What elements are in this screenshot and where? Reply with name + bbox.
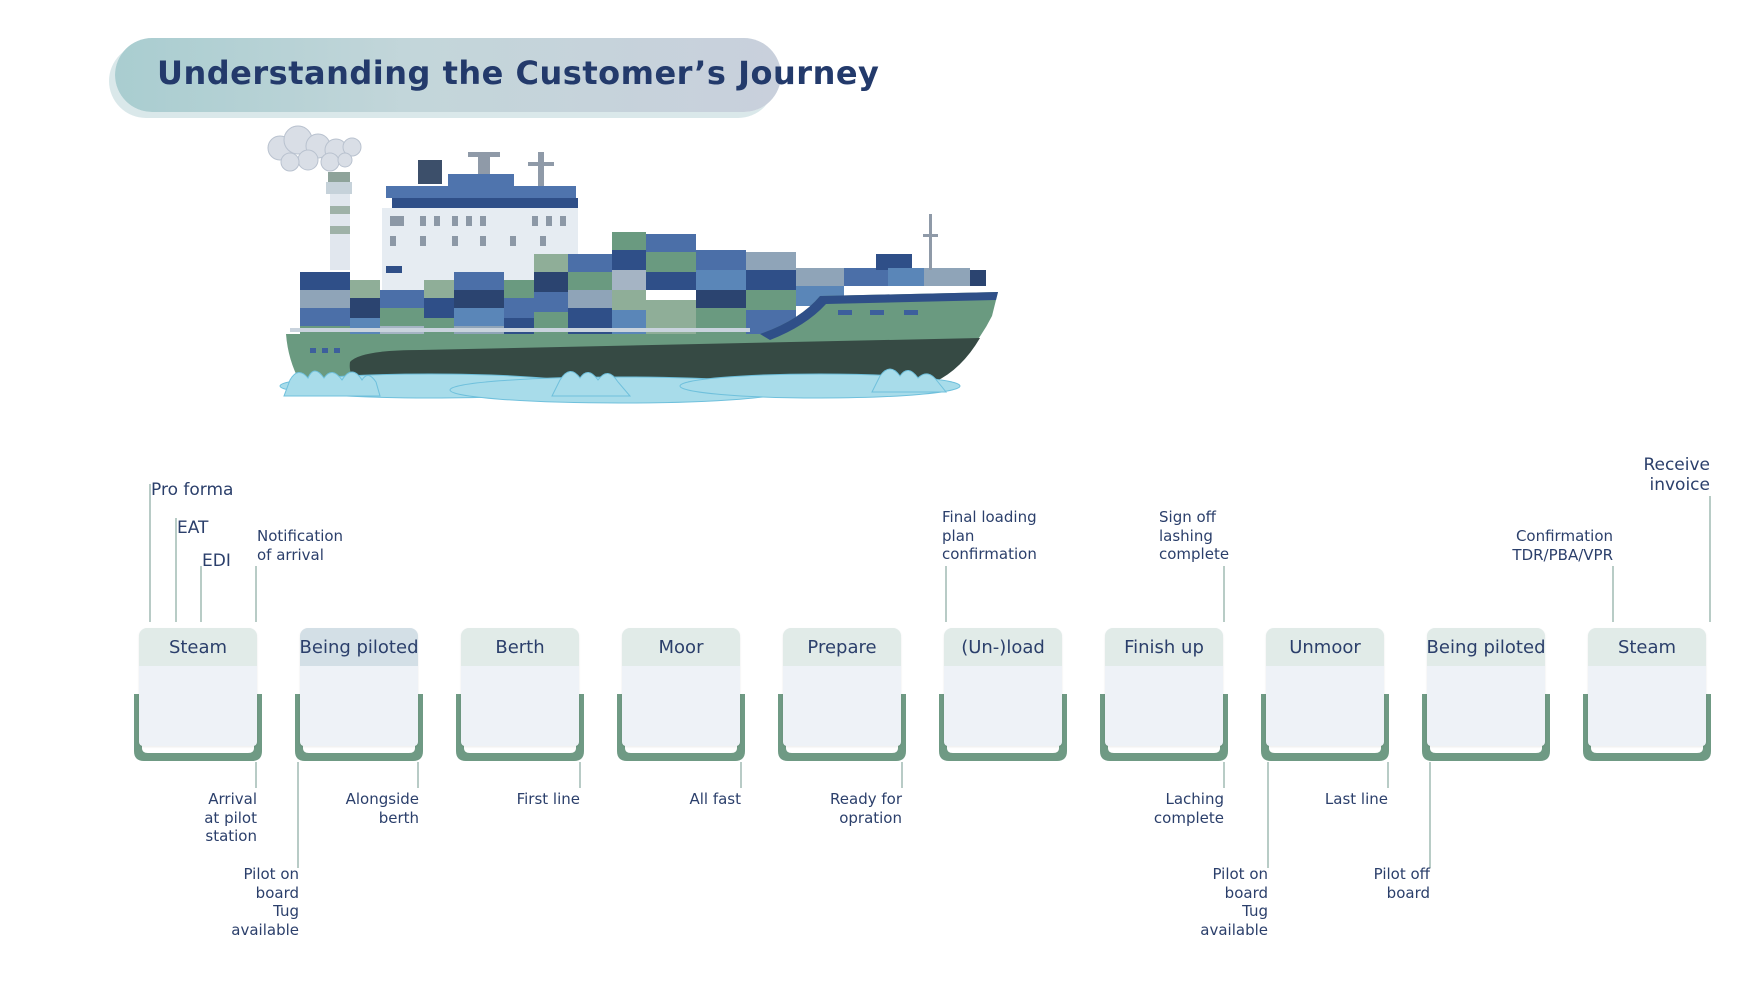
label-alongside-berth: Alongside berth (345, 790, 419, 827)
stage-being-piloted-1: Being piloted (291, 628, 427, 763)
stage-cup-icon (778, 694, 906, 761)
label-sign-off-lashing: Sign off lashing complete (1159, 508, 1230, 563)
stage-cup-icon (939, 694, 1067, 761)
title-banner: Understanding the Customer’s Journey (115, 38, 879, 112)
stage-cup-icon (1100, 694, 1228, 761)
label-first-line: First line (516, 790, 580, 808)
stage-steam-1: Steam (130, 628, 266, 763)
stage-steam-2: Steam (1579, 628, 1715, 763)
page-title: Understanding the Customer’s Journey (157, 54, 880, 92)
label-receive-invoice: Receive invoice (1643, 455, 1710, 495)
stage-being-piloted-2: Being piloted (1418, 628, 1554, 763)
label-confirmation: Confirmation TDR/PBA/VPR (1512, 527, 1613, 564)
smoke-icon (267, 125, 362, 172)
label-pilot-on-board-2: Pilot on board Tug available (1200, 865, 1268, 939)
label-pro-forma: Pro forma (151, 480, 234, 500)
stage-label: Steam (139, 628, 257, 666)
stage-label: Unmoor (1266, 628, 1384, 666)
stage-cup-icon (1261, 694, 1389, 761)
stage-label: Being piloted (1427, 628, 1546, 666)
stage-cup-icon (1583, 694, 1711, 761)
stage-unload: (Un-)load (935, 628, 1071, 763)
label-edi: EDI (202, 551, 231, 571)
label-pilot-on-board-1: Pilot on board Tug available (231, 865, 299, 939)
container-ship-illustration (267, 125, 998, 404)
stage-finish-up: Finish up (1096, 628, 1232, 763)
stage-label: Steam (1588, 628, 1706, 666)
stage-label: Moor (622, 628, 740, 666)
label-notification-of-arrival: Notification of arrival (257, 527, 344, 564)
label-ready-for-operation: Ready for opration (830, 790, 902, 827)
stage-cup-icon (1422, 694, 1550, 761)
label-final-loading-plan: Final loading plan confirmation (942, 508, 1037, 563)
stage-label: (Un-)load (944, 628, 1062, 666)
label-arrival-at-pilot-station: Arrival at pilot station (204, 790, 257, 845)
stage-cup-icon (295, 694, 423, 761)
stage-prepare: Prepare (774, 628, 910, 763)
label-all-fast: All fast (689, 790, 741, 808)
stage-label: Finish up (1105, 628, 1223, 666)
stage-cup-icon (617, 694, 745, 761)
stage-unmoor: Unmoor (1257, 628, 1393, 763)
water-splash-icon (279, 368, 961, 404)
stage-berth: Berth (452, 628, 588, 763)
stage-cup-icon (134, 694, 262, 761)
label-pilot-off-board: Pilot off board (1373, 865, 1430, 902)
stage-label: Prepare (783, 628, 901, 666)
label-laching-complete: Laching complete (1153, 790, 1224, 827)
stage-moor: Moor (613, 628, 749, 763)
stage-label: Being piloted (300, 628, 419, 666)
label-last-line: Last line (1324, 790, 1388, 808)
stage-cup-icon (456, 694, 584, 761)
label-eat: EAT (177, 518, 209, 538)
stage-label: Berth (461, 628, 579, 666)
